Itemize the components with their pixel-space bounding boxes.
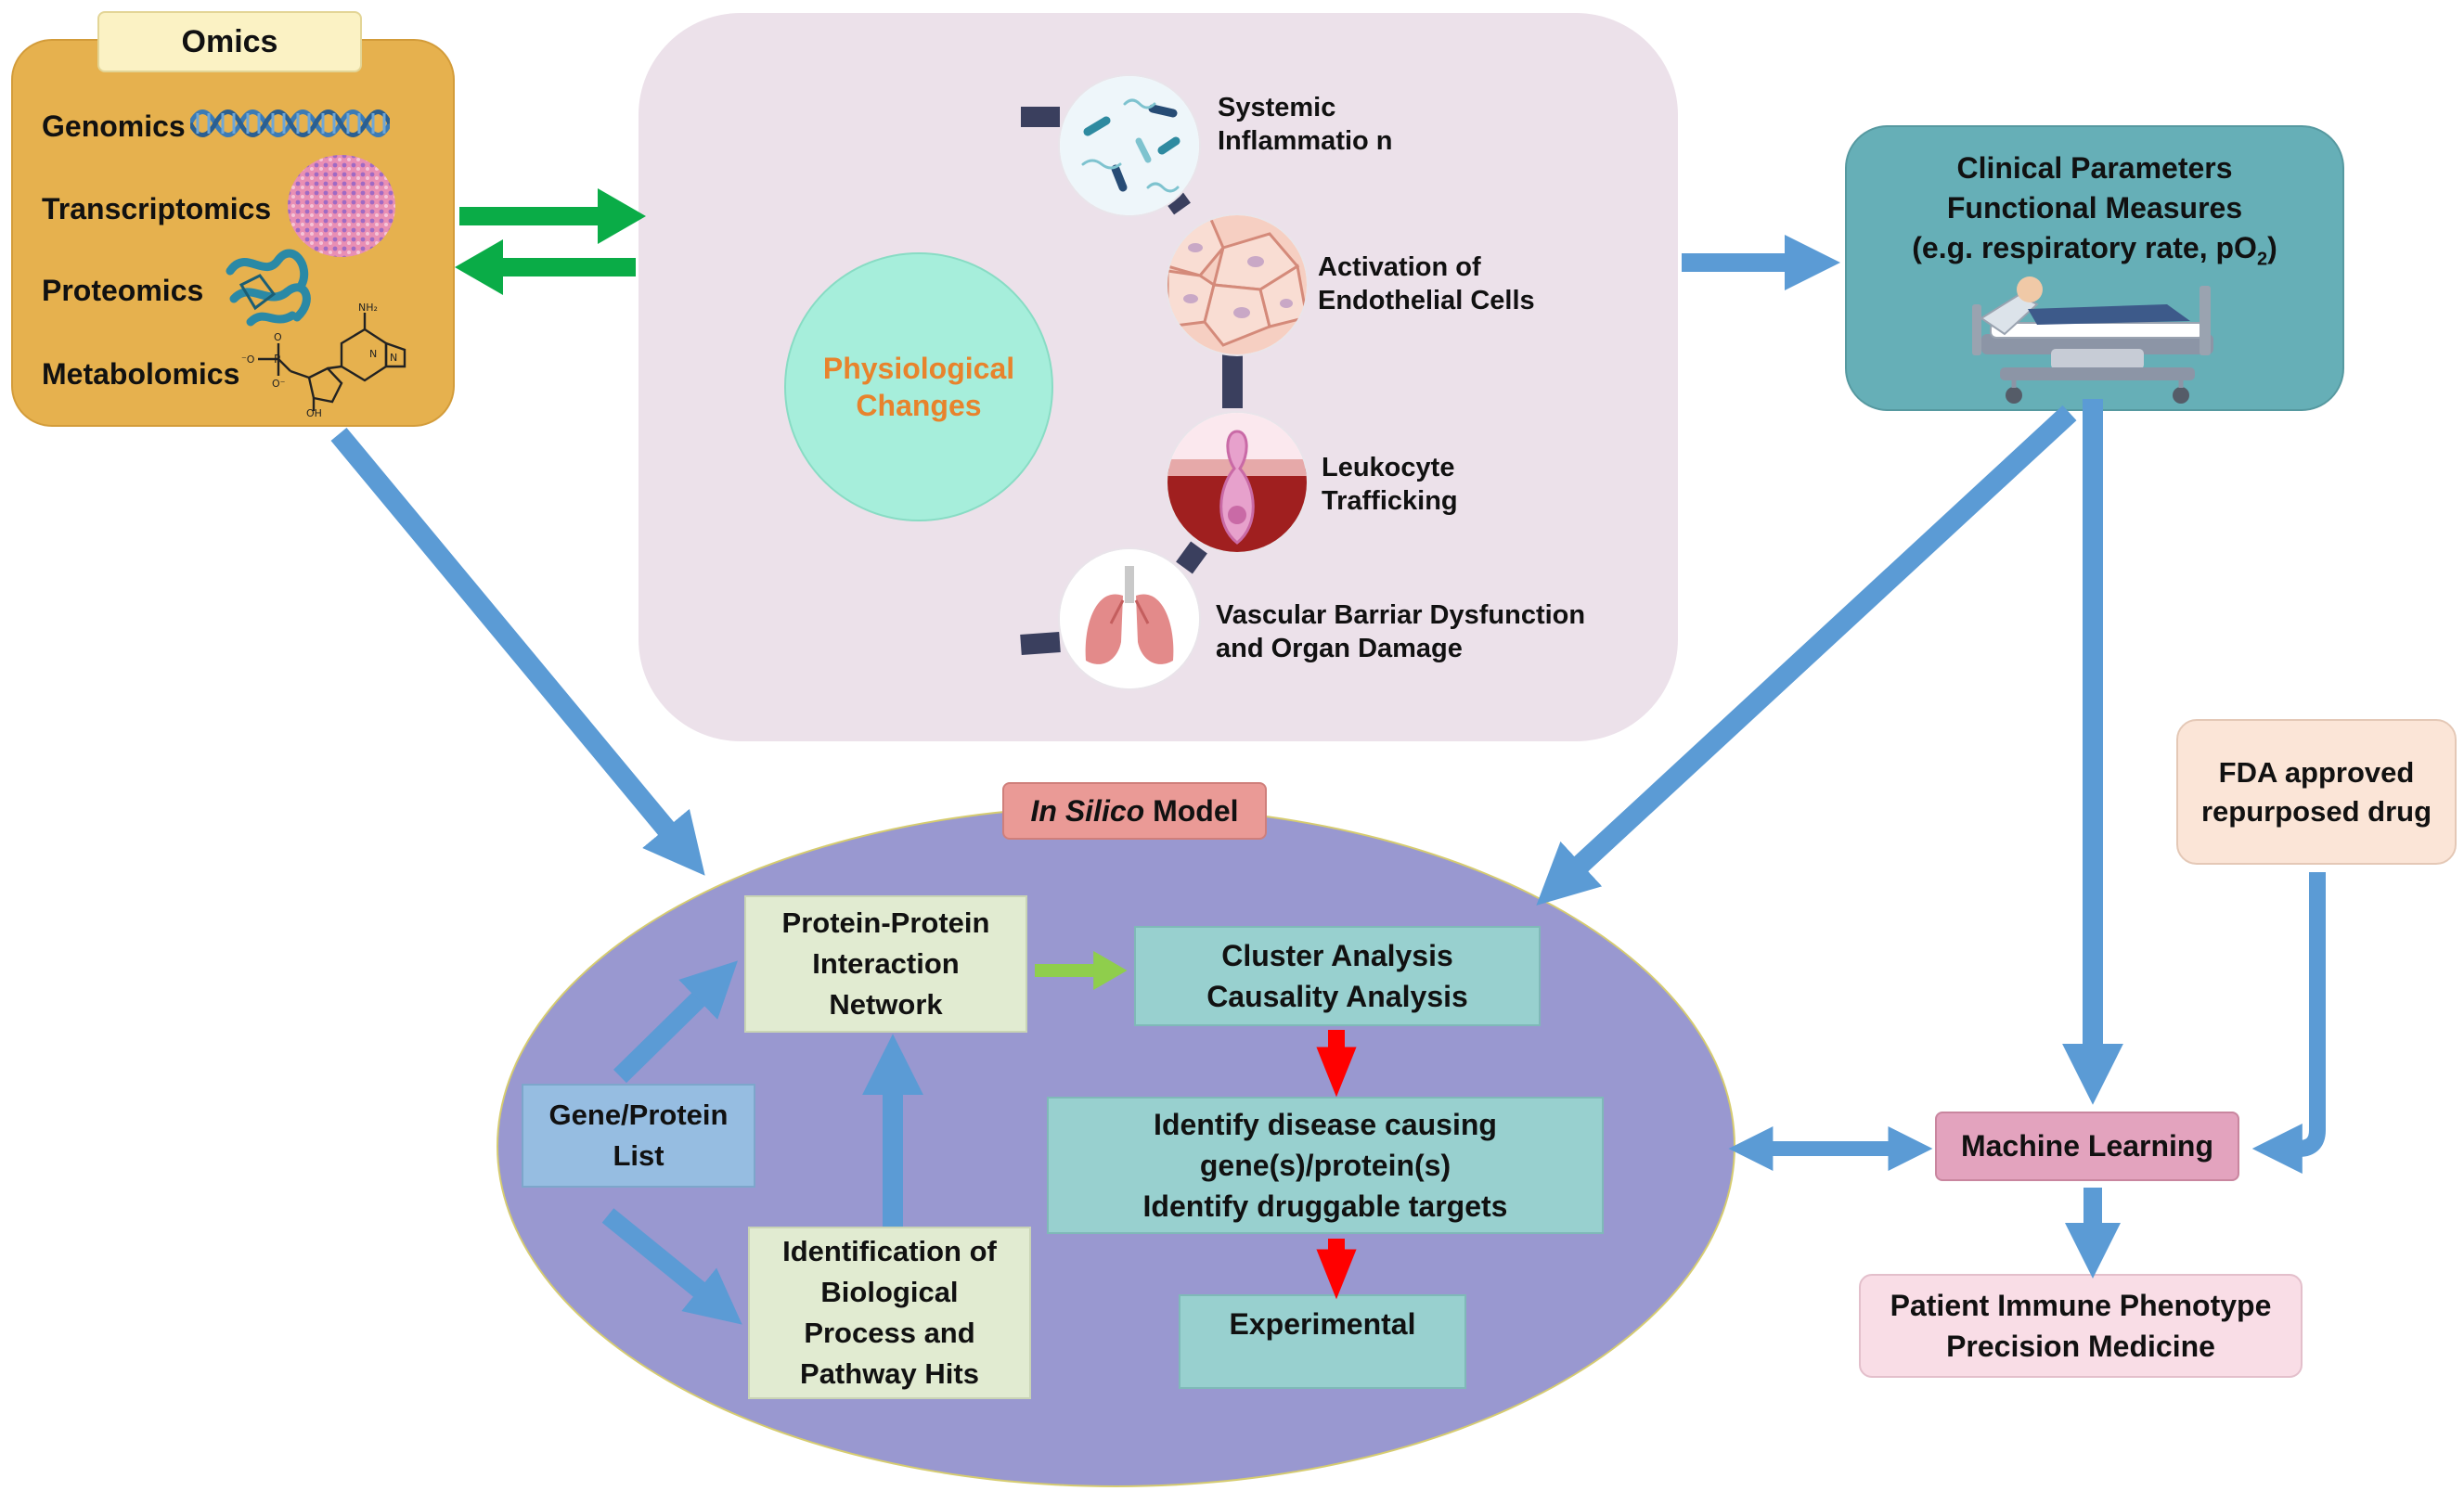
identify-line-1: Identify disease causing (1154, 1108, 1497, 1141)
omics-genomics: Genomics (42, 109, 186, 143)
ppi-network-box: Protein-Protein Interaction Network (744, 895, 1027, 1033)
step-endothelial-activation: Activation of Endothelial Cells (1318, 252, 1535, 315)
fda-drug-box: FDA approved repurposed drug (2176, 719, 2457, 865)
svg-text:OH: OH (306, 407, 322, 418)
patient-phenotype-box: Patient Immune Phenotype Precision Medic… (1859, 1274, 2303, 1378)
lungs-icon (1060, 549, 1199, 688)
insilico-title-text: In Silico Model (1030, 794, 1238, 829)
omics-title: Omics (97, 11, 362, 72)
ppi-network-text: Protein-Protein Interaction Network (781, 906, 990, 1021)
machine-learning-box: Machine Learning (1935, 1112, 2239, 1181)
patient-line-2: Precision Medicine (1946, 1330, 2215, 1363)
omics-proteomics: Proteomics (42, 274, 204, 307)
cluster-analysis-line-2: Causality Analysis (1206, 980, 1468, 1013)
svg-text:N: N (369, 348, 377, 360)
clinical-parameters-text: Clinical Parameters Functional Measures … (1845, 148, 2344, 279)
clinical-line-3-sub: 2 (2256, 249, 2268, 270)
step-leukocyte-trafficking: Leukocyte Trafficking (1322, 453, 1458, 516)
arrow-fda-to-ml (2251, 872, 2326, 1174)
machine-learning-text: Machine Learning (1960, 1129, 2214, 1163)
svg-text:NH₂: NH₂ (358, 302, 378, 314)
step-systemic-inflammation: Systemic Inflammatio n (1218, 93, 1393, 156)
bacteria-icon (1060, 76, 1199, 215)
arrow-gene-to-biological (601, 1208, 742, 1325)
patient-line-1: Patient Immune Phenotype (1890, 1289, 2272, 1322)
physiological-changes-label: Physiological Changes (822, 352, 1015, 422)
svg-text:P: P (274, 353, 280, 366)
biological-process-box: Identification of Biological Process and… (748, 1227, 1031, 1399)
clinical-line-3-prefix: (e.g. respiratory rate, pO (1912, 231, 2257, 264)
dna-helix-icon (190, 109, 390, 137)
identify-line-3: Identify druggable targets (1142, 1189, 1508, 1223)
svg-text:O⁻: O⁻ (272, 378, 286, 390)
experimental-text: Experimental (1229, 1307, 1416, 1341)
protein-structure-icon (226, 249, 311, 327)
metabolite-structure-icon: NH₂ ⁻O O O⁻ P OH N N (241, 302, 406, 418)
cluster-analysis-line-1: Cluster Analysis (1221, 939, 1453, 972)
insilico-title: In Silico Model (1002, 782, 1267, 840)
identify-targets-box: Identify disease causing gene(s)/protein… (1047, 1097, 1604, 1234)
transcriptome-icon (288, 155, 395, 257)
arrow-clinical-to-insilico (1536, 405, 2077, 906)
endothelial-cells-icon (1167, 215, 1307, 354)
omics-metabolomics: Metabolomics (42, 357, 240, 391)
svg-text:O: O (274, 331, 282, 343)
arrow-gene-to-ppi (613, 960, 738, 1084)
svg-text:⁻O: ⁻O (241, 353, 255, 366)
insilico-title-italic: In Silico (1030, 793, 1145, 828)
step-vascular-dysfunction: Vascular Barriar Dysfunction and Organ D… (1216, 600, 1586, 663)
experimental-box: Experimental (1179, 1294, 1466, 1389)
gene-list-text: Gene/Protein List (548, 1099, 729, 1172)
arrow-omics-to-insilico (330, 427, 705, 876)
clinical-line-3-suffix: ) (2267, 231, 2277, 264)
clinical-line-2: Functional Measures (1946, 191, 2243, 225)
clinical-line-3: (e.g. respiratory rate, pO2) (1845, 228, 2344, 279)
biological-process-text: Identification of Biological Process and… (782, 1235, 997, 1390)
cluster-analysis-box: Cluster Analysis Causality Analysis (1134, 926, 1541, 1026)
hospital-bed-icon (1972, 276, 2213, 404)
insilico-title-rest: Model (1144, 793, 1239, 828)
omics-title-text: Omics (181, 23, 278, 59)
svg-text:N: N (390, 352, 397, 364)
omics-transcriptomics: Transcriptomics (42, 192, 272, 225)
identify-line-2: gene(s)/protein(s) (1199, 1149, 1451, 1182)
clinical-line-1: Clinical Parameters (1956, 151, 2233, 185)
fda-drug-text: FDA approved repurposed drug (2200, 755, 2432, 828)
gene-list-box: Gene/Protein List (522, 1084, 755, 1188)
physiological-changes-circle: Physiological Changes (784, 252, 1053, 521)
